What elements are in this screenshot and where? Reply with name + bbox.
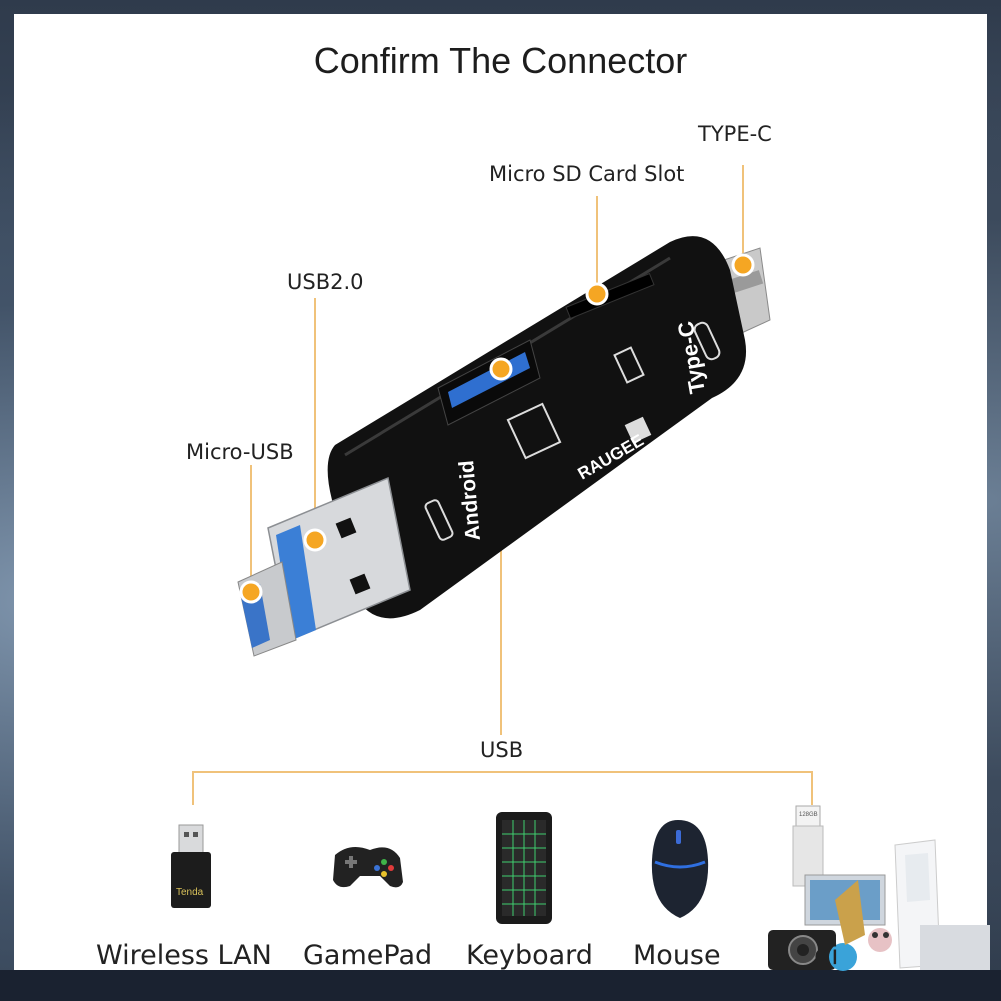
label-usb: USB xyxy=(480,738,524,762)
bottom-strip xyxy=(0,970,1001,1001)
label-type-c: TYPE-C xyxy=(698,122,772,146)
gadgets-collage xyxy=(768,839,990,971)
category-keyboard: Keyboard xyxy=(466,940,593,971)
category-mouse: Mouse xyxy=(633,940,721,971)
label-micro-usb: Micro-USB xyxy=(186,440,294,464)
category-gamepad: GamePad xyxy=(303,940,433,971)
usb-stick-icon: 128GB xyxy=(792,805,824,887)
page-title: Confirm The Connector xyxy=(313,40,688,81)
callout-dots xyxy=(239,253,755,604)
label-micro-sd: Micro SD Card Slot xyxy=(489,162,685,186)
usb-a-plug xyxy=(267,476,411,642)
category-partial: di xyxy=(814,940,839,971)
gamepad-icon xyxy=(333,846,403,888)
keyboard-icon xyxy=(496,812,552,924)
label-usb2: USB2.0 xyxy=(287,270,364,294)
card-reader-body xyxy=(327,236,747,619)
wifi-brand-label: Tenda xyxy=(176,887,204,898)
category-wireless-lan: Wireless LAN xyxy=(96,940,272,971)
wireless-lan-icon: Tenda xyxy=(171,824,211,908)
mouse-icon xyxy=(651,820,709,918)
usb-stick-capacity: 128GB xyxy=(799,812,818,818)
